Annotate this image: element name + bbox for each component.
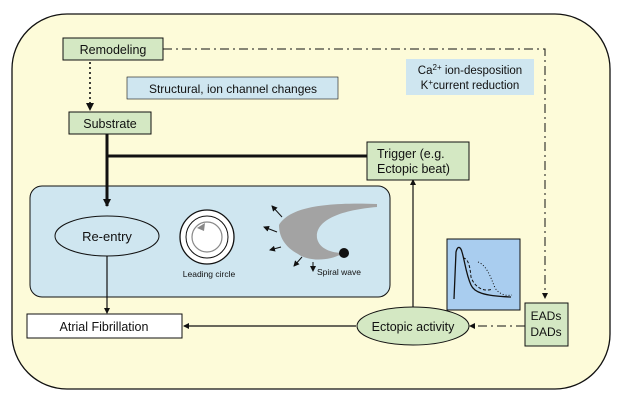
eads-dads-node [524,302,569,347]
spiral-wave-label: Spiral wave [317,267,361,277]
ion-note-line2: K+current reduction [421,78,520,92]
dads-label: DADs [530,325,561,339]
leading-circle-label: Leading circle [183,269,236,279]
trigger-label-line2: Ectopic beat) [377,162,450,176]
k-label: K [421,80,429,92]
ca-superscript: 2+ [433,63,442,72]
reentry-label: Re-entry [82,229,132,244]
structural-changes-node [126,76,339,100]
trigger-node [366,141,470,181]
substrate-label: Substrate [83,117,137,131]
structural-changes-label: Structural, ion channel changes [149,82,317,96]
ectopic-activity-node [356,306,470,346]
remodeling-node [62,37,164,61]
action-potential-icon [446,238,521,311]
eads-label: EADs [531,309,562,323]
atrial-fibrillation-node [26,313,183,339]
remodeling-to-eads-dads-path [163,48,548,299]
atrial-fibrillation-label: Atrial Fibrillation [60,320,149,334]
current-reduction-label: current reduction [433,80,519,92]
remodeling-label: Remodeling [80,43,147,57]
reentry-node [54,215,160,257]
ion-note-node [406,59,534,95]
substrate-node [68,111,152,135]
trigger-label-line1: Trigger (e.g. [377,147,445,161]
ectopic-activity-label: Ectopic activity [372,320,455,334]
k-superscript: + [428,78,433,87]
leading-circle-icon [179,209,235,265]
ca-label: Ca [418,65,433,77]
ion-desposition-label: ion-desposition [442,65,523,77]
spiral-wave-icon [263,203,377,272]
ion-note-line1: Ca2+ ion-desposition [418,63,522,77]
